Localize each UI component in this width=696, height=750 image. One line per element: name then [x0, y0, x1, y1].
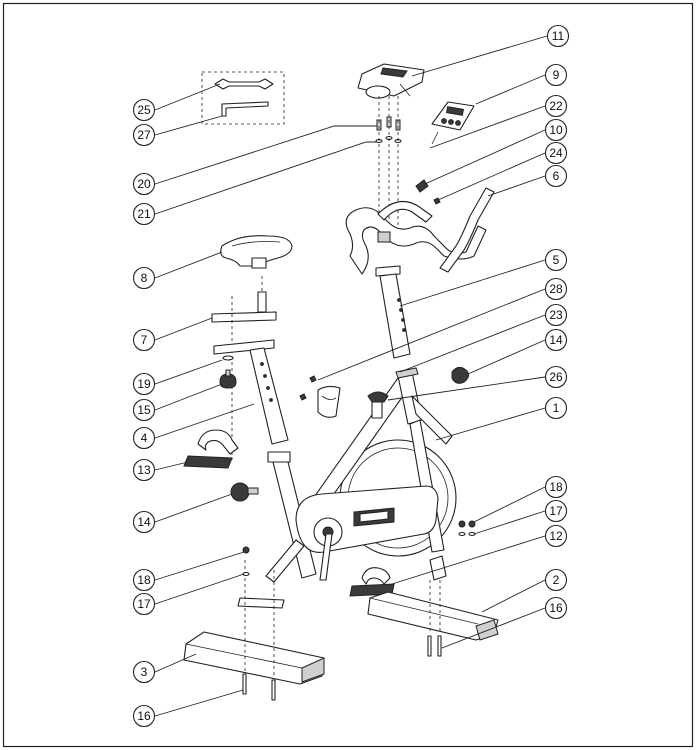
callout-11-label: 11	[552, 29, 565, 43]
callout-12: 12	[544, 524, 568, 548]
callout-2: 2	[544, 568, 568, 592]
handlebar-part	[345, 179, 495, 275]
callout-17-left-label: 17	[137, 597, 151, 611]
callout-27: 27	[132, 123, 156, 147]
callout-4: 4	[132, 426, 156, 450]
callout-28-label: 28	[549, 282, 563, 296]
callout-9: 9	[544, 63, 568, 87]
callout-7-label: 7	[141, 333, 148, 347]
callout-17-left: 17	[132, 592, 156, 616]
callout-19: 19	[132, 372, 156, 396]
seat-slider-part	[211, 276, 277, 460]
callout-25-label: 25	[137, 103, 151, 117]
callout-17-right-label: 17	[549, 504, 563, 518]
callout-16-right-label: 16	[549, 601, 563, 615]
callout-14-right-label: 14	[549, 333, 563, 347]
nuts-washers	[242, 520, 476, 577]
callout-26: 26	[544, 365, 568, 389]
callout-12-label: 12	[549, 529, 563, 543]
callout-28: 28	[544, 277, 568, 301]
saddle-part	[220, 235, 293, 269]
callout-8-label: 8	[141, 271, 148, 285]
leader-lines	[154, 35, 548, 717]
callout-20: 20	[132, 172, 156, 196]
computer-holder-part	[357, 63, 425, 99]
bottle-cage-part	[299, 375, 341, 418]
callout-22: 22	[544, 94, 568, 118]
callout-18-left-label: 18	[137, 573, 151, 587]
left-knob-part	[230, 482, 259, 502]
callout-9-label: 9	[553, 68, 560, 82]
callout-16-right: 16	[544, 596, 568, 620]
callout-23: 23	[544, 303, 568, 327]
callout-21-label: 21	[137, 207, 151, 221]
callout-13-label: 13	[137, 463, 151, 477]
callout-10: 10	[544, 118, 568, 142]
callout-4-label: 4	[141, 431, 148, 445]
callout-16-left: 16	[132, 704, 156, 728]
tool-kit-group	[201, 71, 285, 125]
callout-8: 8	[132, 266, 156, 290]
callout-17-right: 17	[544, 499, 568, 523]
callout-10-label: 10	[549, 123, 563, 137]
seat-post-part	[213, 339, 289, 445]
callout-16-left-label: 16	[137, 709, 151, 723]
callout-18-right-label: 18	[549, 480, 563, 494]
callout-24: 24	[544, 141, 568, 165]
callout-22-label: 22	[549, 99, 563, 113]
callout-25: 25	[132, 98, 156, 122]
callout-3-label: 3	[141, 665, 148, 679]
callout-19-label: 19	[137, 377, 151, 391]
callout-24-label: 24	[549, 146, 563, 160]
callout-21: 21	[132, 202, 156, 226]
callout-5-label: 5	[553, 253, 560, 267]
left-pedal-part	[183, 429, 239, 469]
allen-key-tool	[221, 101, 269, 117]
callout-3: 3	[132, 660, 156, 684]
callout-6-label: 6	[553, 169, 560, 183]
callout-6: 6	[544, 164, 568, 188]
callout-13: 13	[132, 458, 156, 482]
callout-26-label: 26	[549, 370, 563, 384]
callout-18-left: 18	[132, 568, 156, 592]
callout-5: 5	[544, 248, 568, 272]
main-frame-part	[237, 366, 470, 609]
stabilizer-bolts	[242, 560, 442, 701]
callout-7: 7	[132, 328, 156, 352]
front-stabilizer-part	[367, 591, 499, 641]
callout-23-label: 23	[549, 308, 563, 322]
callout-14-right: 14	[544, 328, 568, 352]
callout-18-right: 18	[544, 475, 568, 499]
callout-14-left-label: 14	[137, 515, 151, 529]
callout-1-label: 1	[553, 401, 560, 415]
handlebar-post-part	[375, 265, 411, 359]
callout-20-label: 20	[137, 177, 151, 191]
callout-1: 1	[544, 396, 568, 420]
callout-11: 11	[546, 24, 570, 48]
callout-15: 15	[132, 398, 156, 422]
tool-kit-box	[201, 71, 285, 125]
computer-meter-part	[431, 101, 475, 145]
callout-15-label: 15	[137, 403, 151, 417]
seat-knob-part	[219, 355, 237, 389]
callout-2-label: 2	[553, 573, 560, 587]
callout-14-left: 14	[132, 510, 156, 534]
callout-27-label: 27	[137, 128, 151, 142]
holder-screws	[375, 96, 402, 232]
wrench-tool	[214, 78, 274, 90]
rear-stabilizer-part	[183, 631, 325, 685]
